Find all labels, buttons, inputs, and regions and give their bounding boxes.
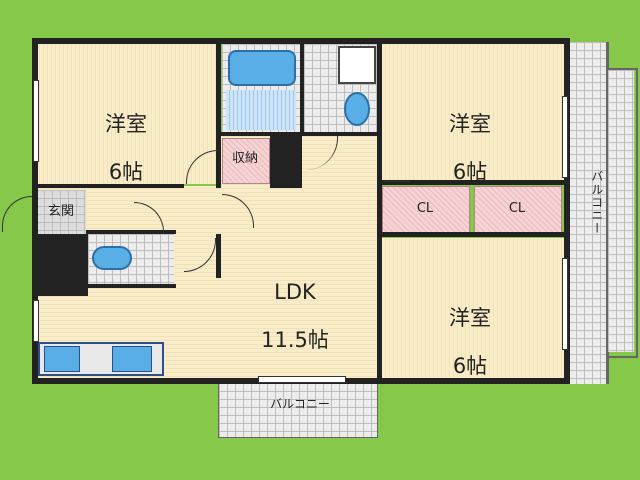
entrance-label: 玄関 xyxy=(47,204,74,219)
closet-1-label: CL xyxy=(416,201,434,216)
stove-icon xyxy=(44,346,80,372)
door-entrance xyxy=(2,196,32,232)
pipe-space xyxy=(270,136,302,188)
ldk-label: LDK 11.5帖 xyxy=(240,256,350,377)
entrance-floor xyxy=(36,190,86,234)
bedroom-ne-name: 洋室 xyxy=(449,112,491,137)
bedroom-se-floor xyxy=(382,238,568,380)
wall-bath-divider xyxy=(300,40,304,136)
window-ldk-left xyxy=(33,300,39,342)
wall-ne-room-bottom xyxy=(380,180,566,185)
wall-bath-bottom xyxy=(218,132,380,136)
bathtub-icon xyxy=(228,50,296,86)
wall-right xyxy=(564,38,570,384)
bedroom-nw-name: 洋室 xyxy=(105,112,147,137)
balcony-east xyxy=(568,42,608,384)
window-ldk-bottom xyxy=(258,376,346,383)
window-se-right xyxy=(562,258,568,350)
bedroom-ne-floor xyxy=(382,44,568,180)
washbasin-icon xyxy=(344,92,370,126)
door-ne-room xyxy=(384,174,410,182)
wall-toilet-top xyxy=(86,230,176,234)
ldk-size: 11.5帖 xyxy=(261,328,329,353)
balcony-east-label: バルコニー xyxy=(589,170,604,235)
balcony-east-rail xyxy=(606,42,609,384)
closet-2 xyxy=(474,186,562,234)
balcony-east-rail-step xyxy=(608,68,638,358)
ldk-name: LDK xyxy=(274,280,316,305)
closet-2-label: CL xyxy=(508,201,526,216)
washing-machine-icon xyxy=(338,46,376,84)
balcony-south-label: バルコニー xyxy=(270,397,330,411)
storage xyxy=(222,138,270,184)
wall-ldk-divider xyxy=(216,234,221,278)
bedroom-ne-label: 洋室 6帖 xyxy=(430,88,510,209)
toilet-icon xyxy=(92,246,132,270)
shower-area xyxy=(226,90,296,130)
window-ne-right xyxy=(562,96,568,178)
sink-icon xyxy=(112,346,152,372)
wall-nw-room-right xyxy=(216,40,221,188)
bedroom-se-size: 6帖 xyxy=(452,354,488,379)
wall-nw-room-bottom xyxy=(34,184,184,188)
window-nw-left xyxy=(33,80,39,162)
bedroom-se-label: 洋室 6帖 xyxy=(430,282,510,403)
shoe-cabinet xyxy=(36,234,88,296)
balcony-east-step-area xyxy=(608,70,634,352)
wall-toilet-bottom xyxy=(86,284,176,288)
wall-se-room-top xyxy=(380,232,566,237)
bedroom-ne-size: 6帖 xyxy=(452,160,488,185)
storage-label: 収納 xyxy=(231,151,258,166)
wall-ne-room-left xyxy=(377,40,382,380)
bedroom-nw-label: 洋室 6帖 xyxy=(86,88,166,209)
bedroom-nw-floor xyxy=(36,44,218,184)
wall-left xyxy=(32,38,38,384)
bedroom-nw-size: 6帖 xyxy=(108,160,144,185)
bedroom-se-name: 洋室 xyxy=(449,306,491,331)
